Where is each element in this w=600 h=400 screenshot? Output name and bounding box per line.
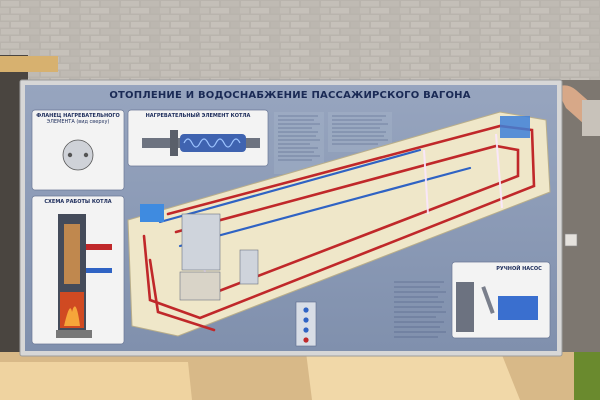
heater-coil <box>183 138 241 148</box>
control-lamp-1 <box>303 307 309 313</box>
heater-core <box>180 134 246 152</box>
flange-hole-a <box>67 152 73 158</box>
control-panel <box>295 301 317 347</box>
boiler-pipe-right <box>86 244 112 250</box>
cold-water-pipes <box>158 148 472 248</box>
wall-socket <box>564 233 578 247</box>
boiler-unit-2 <box>239 249 259 285</box>
panel-title: ОТОПЛЕНИЕ И ВОДОСНАБЖЕНИЕ ПАССАЖИРСКОГО … <box>109 89 471 101</box>
boiler-base <box>56 330 92 338</box>
top-tank-blue <box>500 116 530 138</box>
left-shelf-board <box>0 56 58 72</box>
pump-cylinder <box>456 282 474 332</box>
flange-hole-b <box>83 152 89 158</box>
control-lamp-4 <box>303 337 309 343</box>
legend-column-left <box>274 112 324 174</box>
wagon-floor-plan <box>127 111 551 337</box>
heater-flange <box>170 130 178 156</box>
water-tank-blue <box>140 204 164 222</box>
control-lamp-3 <box>303 327 309 333</box>
plant <box>574 352 600 400</box>
foam-board-right <box>306 350 520 400</box>
flange-label-line-1: ФЛАНЕЦ НАГРЕВАТЕЛЬНОГО <box>36 113 120 119</box>
flange-label-line-2: ЭЛЕМЕНТА (вид сверху) <box>46 119 110 125</box>
boiler-flame <box>64 306 80 326</box>
heater-label: НАГРЕВАТЕЛЬНЫЙ ЭЛЕМЕНТ КОТЛА <box>145 113 251 119</box>
boiler-pipe-right2 <box>86 268 112 273</box>
sleeve <box>582 100 600 136</box>
pump-lever <box>481 286 495 314</box>
hand-pump-label: РУЧНОЙ НАСОС <box>496 266 542 272</box>
boiler-unit <box>181 213 221 271</box>
foam-board-left <box>0 362 192 400</box>
flange-shape <box>62 139 94 171</box>
legend-column-right <box>328 112 392 152</box>
valve-block <box>179 271 221 301</box>
legend-column-bottom <box>394 281 446 338</box>
pump-body <box>498 296 538 320</box>
boiler-inner <box>64 224 80 284</box>
control-lamp-2 <box>303 317 309 323</box>
boiler-scheme-label: СХЕМА РАБОТЫ КОТЛА <box>44 199 112 205</box>
